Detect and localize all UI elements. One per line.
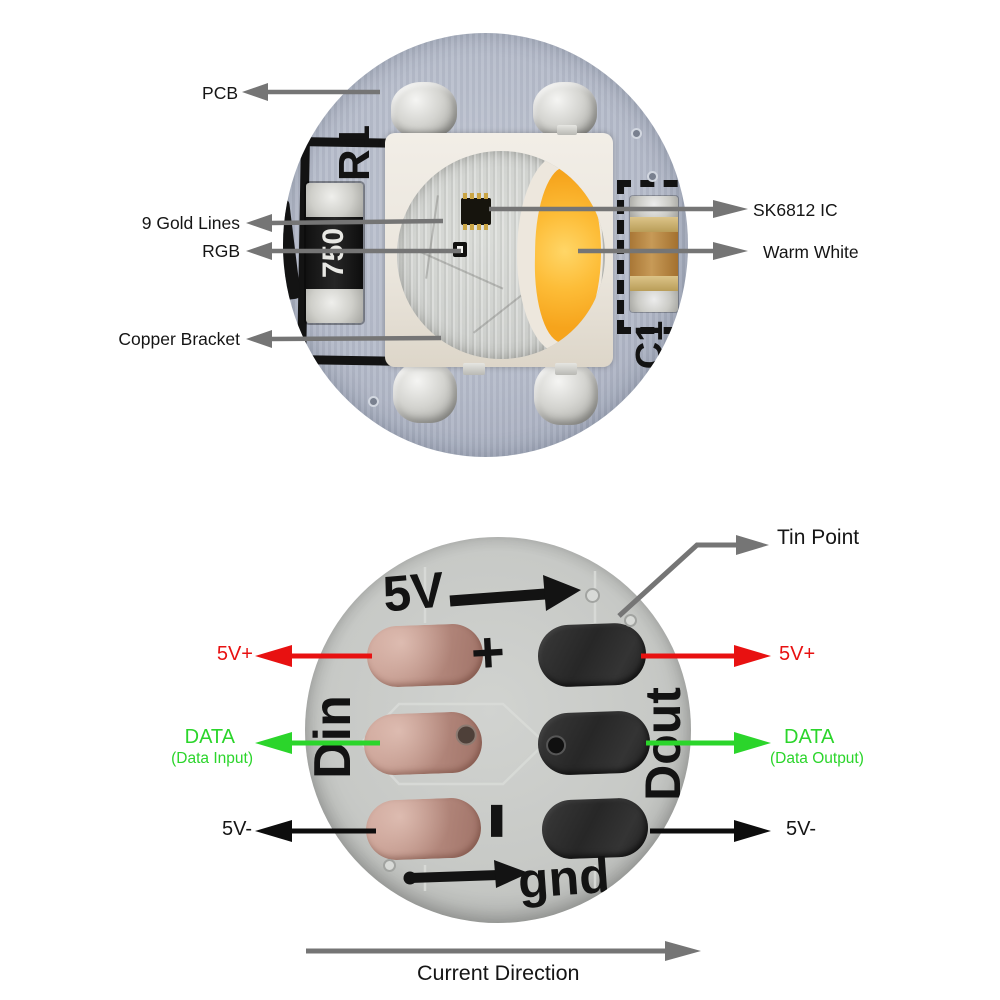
tin-point-callout-arrow xyxy=(617,535,769,618)
via xyxy=(350,429,361,440)
left-data-arrow xyxy=(255,732,380,754)
label-warm-white: Warm White xyxy=(763,242,859,262)
package-lead xyxy=(555,363,577,375)
via xyxy=(383,859,396,872)
via xyxy=(624,614,637,627)
left-5v-minus-arrow xyxy=(255,820,376,842)
warm-white-callout-arrow xyxy=(578,242,748,260)
capacitor-terminal xyxy=(630,276,678,291)
label-pcb: PCB xyxy=(202,83,238,103)
capacitor-body xyxy=(630,232,678,276)
pcb-callout-arrow xyxy=(242,83,380,101)
ic-pin xyxy=(463,224,467,230)
label-left-data-sub: (Data Input) xyxy=(171,750,253,767)
left-5v-plus-arrow xyxy=(255,645,372,667)
rgb-callout-arrow xyxy=(246,242,461,260)
label-gold-lines: 9 Gold Lines xyxy=(141,213,240,233)
label-current-direction: Current Direction xyxy=(417,961,580,985)
right-5v-minus-arrow xyxy=(650,820,771,842)
resistor-solder-cap xyxy=(306,289,363,323)
via xyxy=(647,171,658,182)
label-rgb: RGB xyxy=(202,241,240,261)
capacitor-terminal xyxy=(630,217,678,232)
via xyxy=(631,128,642,139)
c1-silkscreen-outline xyxy=(617,180,688,334)
silk-5v-arrow xyxy=(449,575,581,611)
label-copper-bracket: Copper Bracket xyxy=(118,329,240,349)
label-tin-point: Tin Point xyxy=(777,526,860,549)
ic-pin xyxy=(484,224,488,230)
ic-pin xyxy=(470,193,474,199)
package-lead xyxy=(557,125,577,135)
label-left-data: DATA xyxy=(184,726,235,748)
label-left-5v-plus: 5V+ xyxy=(216,643,253,665)
label-right-data: DATA xyxy=(784,726,835,748)
bottom-pcb-board: 5V + - Din Dout gnd xyxy=(305,537,691,923)
label-right-5v-plus: 5V+ xyxy=(779,643,816,665)
capacitor-solder xyxy=(630,196,678,217)
label-right-5v-minus: 5V- xyxy=(786,818,817,840)
package-lead xyxy=(463,363,485,375)
solder-bump xyxy=(391,82,457,138)
label-right-data-sub: (Data Output) xyxy=(770,750,864,767)
ic-pin xyxy=(477,224,481,230)
current-direction-arrow xyxy=(306,941,701,961)
ic-callout-arrow xyxy=(489,200,748,218)
gold-lines-callout-arrow xyxy=(246,214,444,232)
copper-bracket-callout-arrow xyxy=(246,330,442,348)
ic-pin xyxy=(484,193,488,199)
solder-bump xyxy=(393,361,457,423)
led-lens xyxy=(397,151,605,359)
ic-pin xyxy=(470,224,474,230)
right-data-arrow xyxy=(646,732,771,754)
via xyxy=(585,588,600,603)
resistor-component: 750 xyxy=(306,183,363,323)
capacitor-solder xyxy=(630,291,678,312)
via xyxy=(368,396,379,407)
sk6812-ic-chip xyxy=(461,193,491,230)
ic-pin xyxy=(477,193,481,199)
label-left-5v-minus: 5V- xyxy=(221,818,252,840)
silk-gnd-arrow xyxy=(403,860,529,888)
ic-pin xyxy=(463,193,467,199)
resistor-solder-cap xyxy=(306,183,363,217)
right-5v-plus-arrow xyxy=(641,645,771,667)
label-ic: SK6812 IC xyxy=(753,200,838,220)
capacitor-component xyxy=(630,196,678,312)
